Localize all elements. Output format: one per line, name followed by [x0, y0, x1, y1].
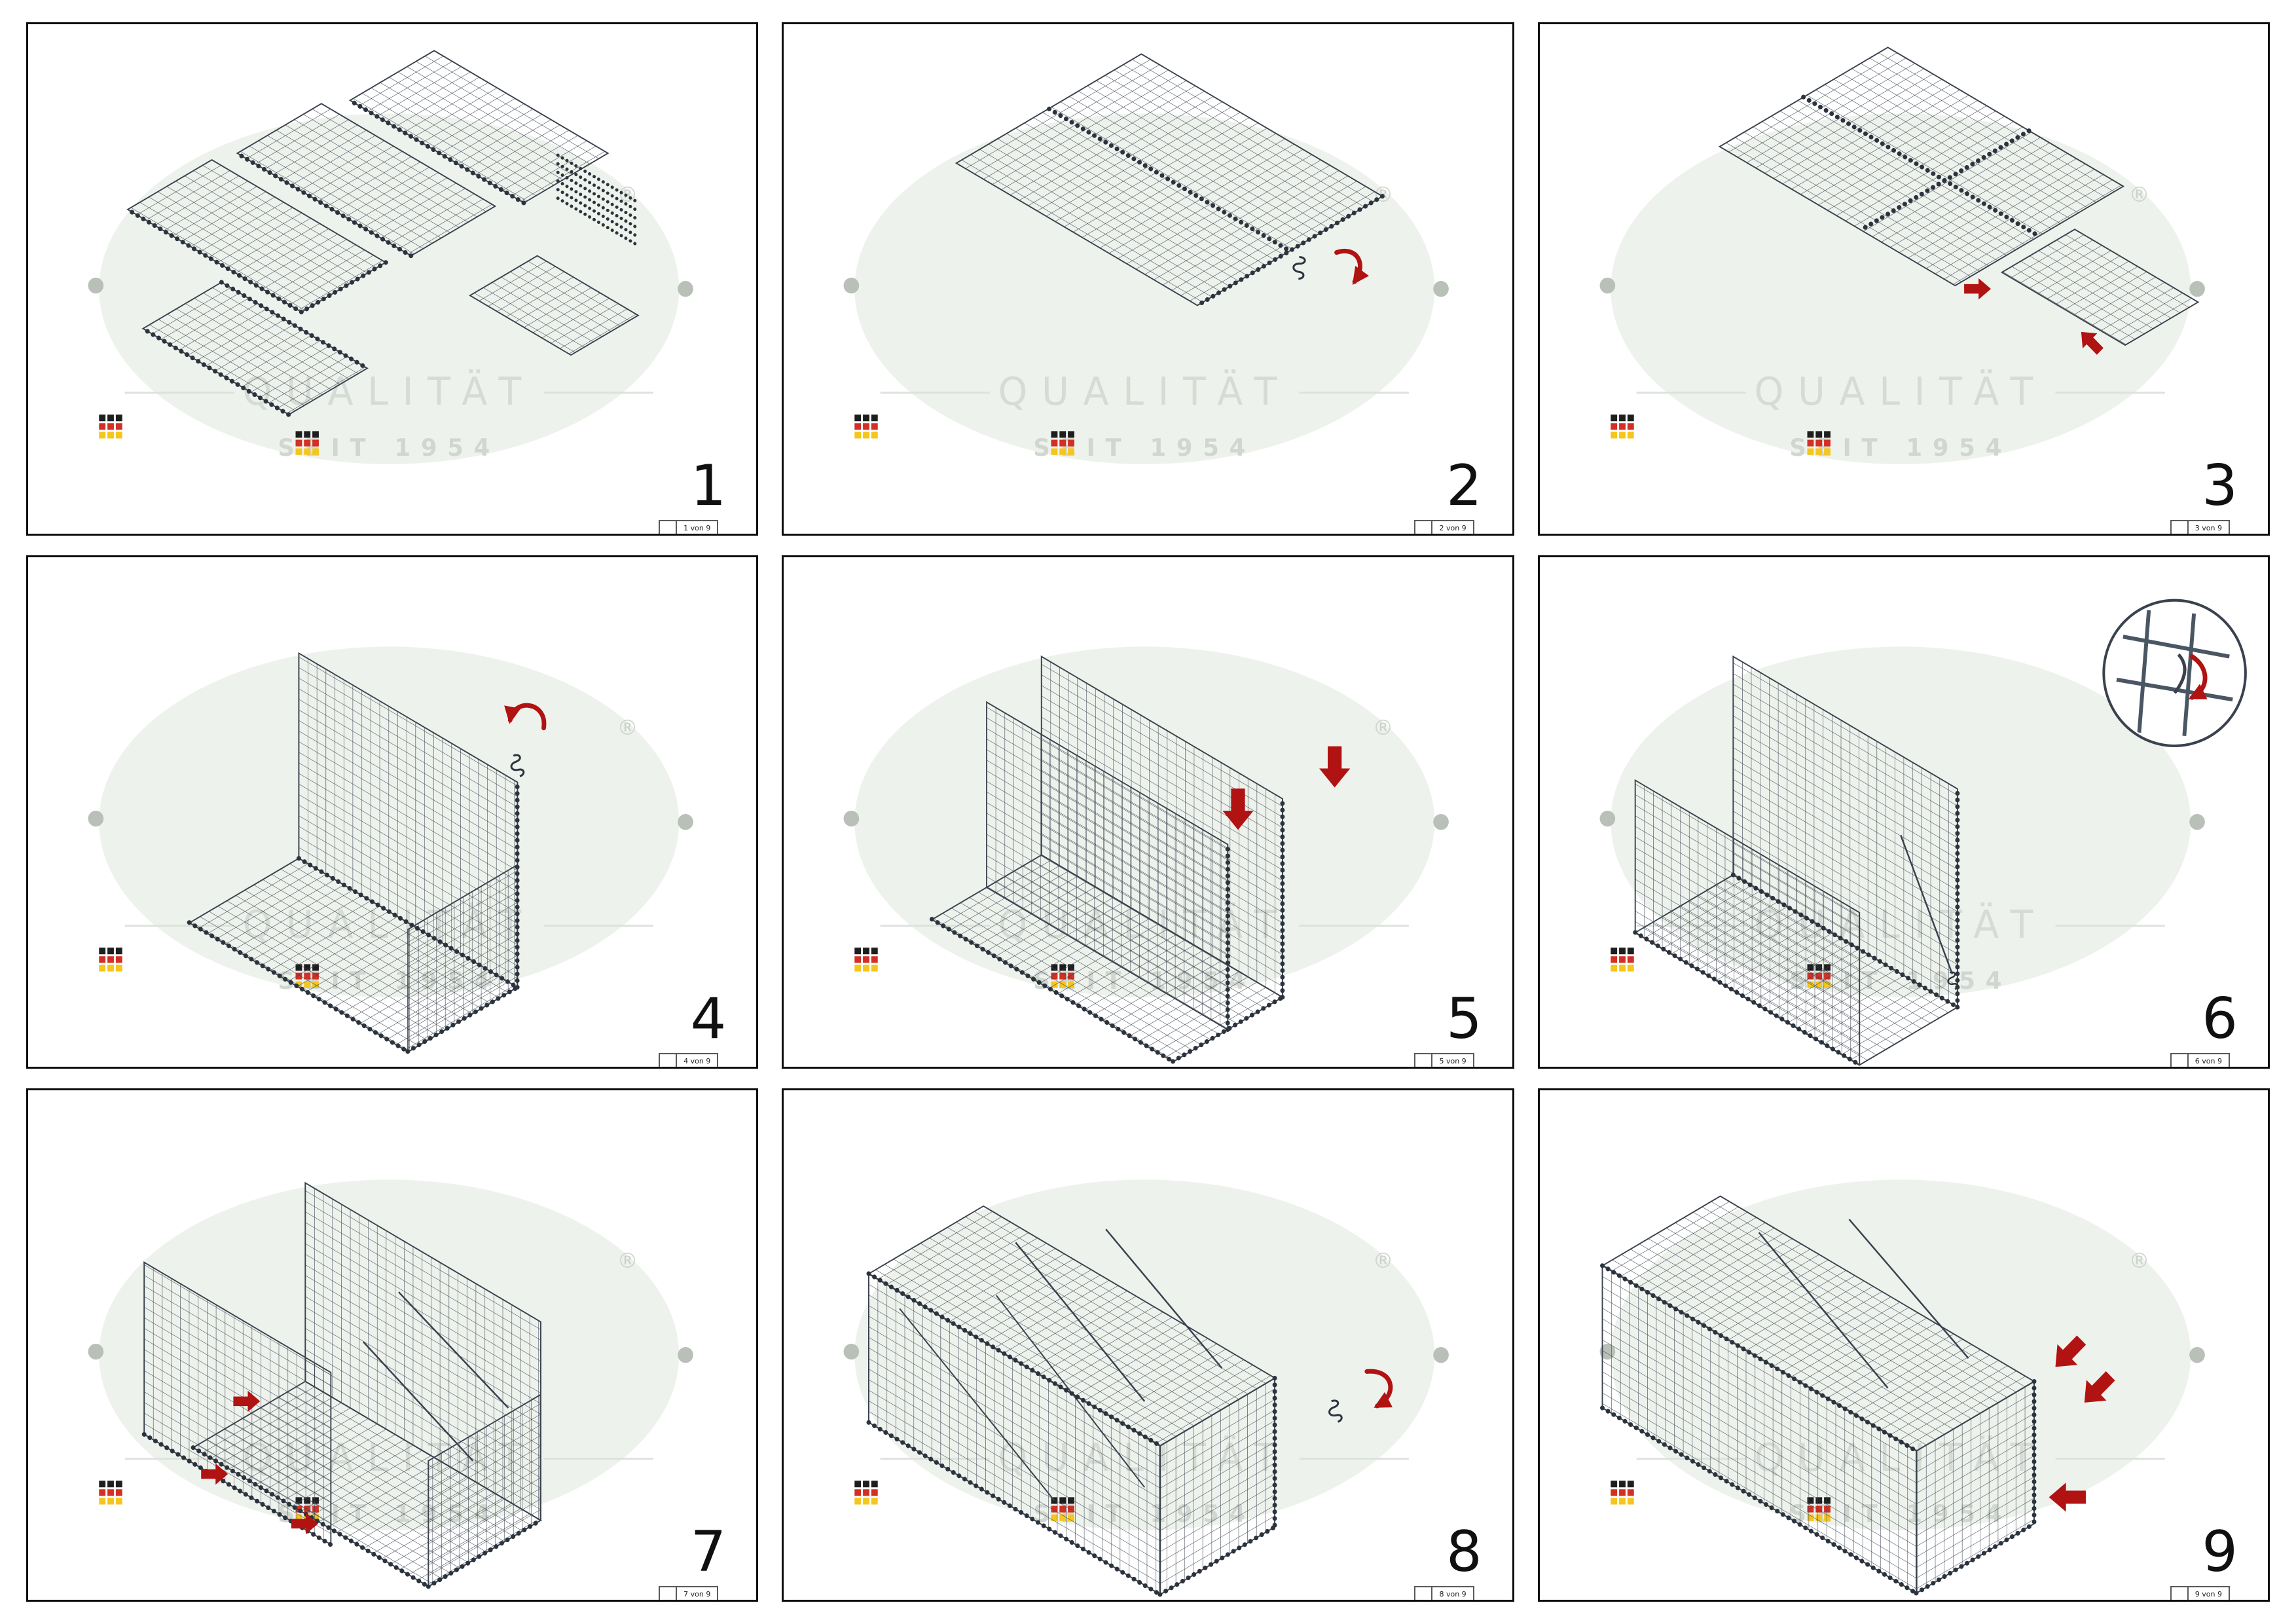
step-9-drawing: [1540, 1090, 2268, 1596]
title-block-spacer: [1415, 521, 1433, 534]
hook-wire: [2173, 653, 2187, 694]
sheet-count-label: 8 von 9: [1439, 1589, 1467, 1598]
step-panel-4: 4 4 von 9: [26, 555, 759, 1069]
step-number: 7: [690, 1519, 727, 1585]
sheet-count-label: 7 von 9: [683, 1589, 711, 1598]
spiral-edges: [125, 98, 526, 417]
title-block-spacer: [2172, 1587, 2189, 1600]
title-block: 5 von 9: [1414, 1053, 1474, 1067]
step-7-drawing: [28, 1090, 756, 1589]
spiral-edges: [930, 796, 1285, 1064]
title-block-spacer: [1415, 1054, 1433, 1067]
detail-inset: [2102, 599, 2247, 747]
step-1-drawing: [28, 50, 756, 534]
sheet-count-label: 3 von 9: [2195, 523, 2222, 532]
title-block: 9 von 9: [2170, 1586, 2230, 1600]
step-number: 5: [1446, 986, 1482, 1052]
title-block: 1 von 9: [659, 520, 719, 534]
spiral-seams: [1800, 94, 2041, 238]
step-6-drawing: [1540, 599, 2247, 1067]
spiral-binders: [556, 153, 638, 246]
step-panel-2: 2 2 von 9: [782, 22, 1514, 536]
step-2-drawing: [784, 53, 1512, 534]
sheet-count-label: 4 von 9: [683, 1056, 711, 1065]
title-block-spacer: [660, 1587, 678, 1600]
step-number: 9: [2202, 1519, 2238, 1585]
step-number: 1: [690, 453, 727, 519]
title-block-spacer: [2172, 1054, 2189, 1067]
spiral-seam: [1047, 106, 1385, 308]
red-twist-arrow-icon: [1334, 249, 1370, 285]
step-number: 2: [1446, 453, 1482, 519]
spiral-edges: [141, 1431, 543, 1589]
brace-wires: [899, 1228, 1223, 1502]
step-panel-3: 3 3 von 9: [1537, 22, 2270, 536]
title-block: 2 von 9: [1414, 520, 1474, 534]
step-panel-9: 9 9 von 9: [1537, 1088, 2270, 1602]
title-block: 7 von 9: [659, 1586, 719, 1600]
title-block-spacer: [2172, 521, 2189, 534]
title-block: 3 von 9: [2170, 520, 2230, 534]
step-panel-7: 7 7 von 9: [26, 1088, 759, 1602]
step-5-drawing: [784, 557, 1512, 1064]
red-twist-arrow-icon: [504, 703, 547, 731]
mesh-flap: [2000, 229, 2199, 346]
title-block: 6 von 9: [2170, 1053, 2230, 1067]
brace-wires: [362, 1291, 509, 1462]
step-panel-5: 5 5 von 9: [782, 555, 1514, 1069]
sheet-count-label: 5 von 9: [1439, 1056, 1467, 1065]
title-block-spacer: [660, 521, 678, 534]
step-4-drawing: [28, 557, 756, 1054]
spiral-edges: [866, 1271, 1343, 1597]
spiral-edges: [1599, 1263, 2037, 1596]
brace-wire-with-hook: [1899, 834, 1959, 990]
sheet-count-label: 9 von 9: [2195, 1589, 2222, 1598]
red-bend-arrow-icon: [2188, 654, 2208, 700]
title-block-spacer: [660, 1054, 678, 1067]
step-number: 4: [690, 986, 727, 1052]
title-block: 4 von 9: [659, 1053, 719, 1067]
spiral-edges: [187, 754, 525, 1054]
sheet-count-label: 6 von 9: [2195, 1056, 2222, 1065]
step-panel-8: 8 8 von 9: [782, 1088, 1514, 1602]
step-3-drawing: [1540, 46, 2268, 534]
red-twist-arrow-icon: [1364, 1369, 1393, 1409]
brace-wires: [1758, 1219, 1969, 1389]
spiral-edges: [1632, 786, 1959, 1067]
step-number: 6: [2202, 986, 2238, 1052]
title-block: 8 von 9: [1414, 1586, 1474, 1600]
step-panel-6: 6 6 von 9: [1537, 555, 2270, 1069]
sheet-count-label: 2 von 9: [1439, 523, 1467, 532]
sheet-count-label: 1 von 9: [683, 523, 711, 532]
step-8-drawing: [784, 1090, 1512, 1597]
step-panel-1: 1 1 von 9: [26, 22, 759, 536]
step-number: 8: [1446, 1519, 1482, 1585]
title-block-spacer: [1415, 1587, 1433, 1600]
mesh-sheets-flat: [126, 50, 640, 416]
step-number: 3: [2202, 453, 2238, 519]
